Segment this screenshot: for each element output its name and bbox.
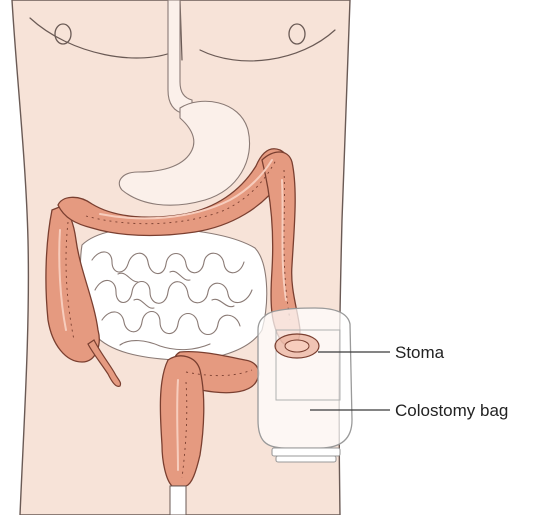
- anal-canal-marker: [170, 486, 186, 515]
- colostomy-bag-label: Colostomy bag: [395, 401, 508, 420]
- rectum: [160, 356, 203, 486]
- stoma-label: Stoma: [395, 343, 445, 362]
- stoma: [275, 334, 319, 358]
- colostomy-bag: [258, 308, 352, 462]
- small-intestine: [81, 228, 267, 361]
